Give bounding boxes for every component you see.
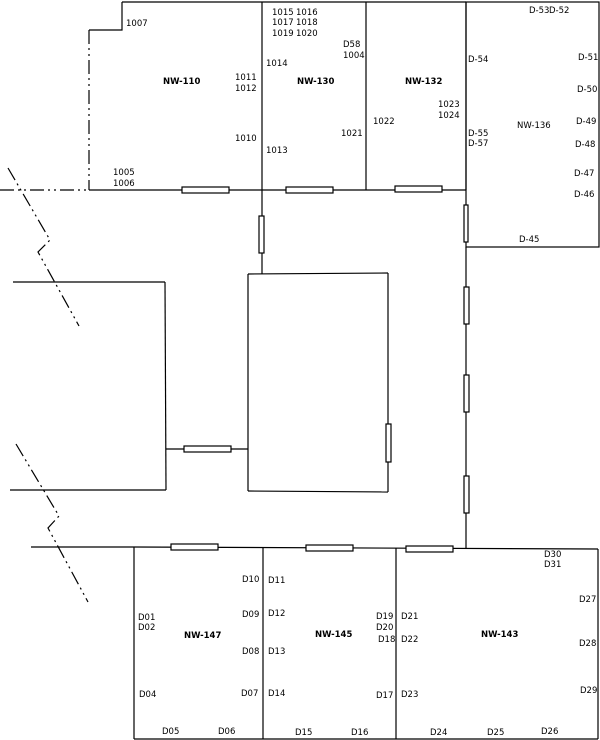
device-label: 1024	[438, 111, 460, 121]
device-label: 1016	[296, 8, 318, 18]
device-label: 1013	[266, 146, 288, 156]
door-stub[interactable]	[258, 215, 265, 254]
device-label: D26	[541, 727, 558, 737]
device-label: 1007	[126, 19, 148, 29]
device-label: 1004	[343, 51, 365, 61]
device-label: D-51	[578, 53, 598, 63]
door-right-2[interactable]	[463, 374, 470, 413]
device-label: 1011	[235, 73, 257, 83]
door-nw143[interactable]	[405, 545, 454, 553]
device-label: D17	[376, 691, 393, 701]
device-label: D01	[138, 613, 155, 623]
device-label: D21	[401, 612, 418, 622]
device-label: D15	[295, 728, 312, 738]
device-label: D05	[162, 727, 179, 737]
device-label: D04	[139, 690, 156, 700]
device-label: D25	[487, 728, 504, 738]
device-label: D-50	[577, 85, 597, 95]
room-name-nw130: NW-130	[297, 77, 334, 87]
room-nw110-walls	[88, 1, 262, 190]
center-block	[247, 272, 389, 493]
device-label: 1005	[113, 168, 135, 178]
device-label: D-49	[576, 117, 596, 127]
device-label: D06	[218, 727, 235, 737]
door-nw110[interactable]	[181, 186, 230, 194]
device-label: D30	[544, 550, 561, 560]
room-name-nw136: NW-136	[517, 121, 551, 131]
device-label: 1006	[113, 179, 135, 189]
device-label: D16	[351, 728, 368, 738]
device-label: D28	[579, 639, 596, 649]
room-name-nw132: NW-132	[405, 77, 442, 87]
device-label: D-57	[468, 139, 488, 149]
break-line-lower	[15, 443, 89, 603]
device-label: 1014	[266, 59, 288, 69]
device-label: D22	[401, 635, 418, 645]
device-label: D31	[544, 560, 561, 570]
door-right-1[interactable]	[463, 286, 470, 325]
device-label: D07	[241, 689, 258, 699]
room-nw136-walls	[465, 1, 600, 248]
door-nw145[interactable]	[305, 544, 354, 552]
room-name-nw147: NW-147	[184, 631, 221, 641]
door-left-middle[interactable]	[183, 445, 232, 453]
device-label: D29	[580, 686, 597, 696]
device-label: 1017	[272, 18, 294, 28]
device-label: D08	[242, 647, 259, 657]
device-label: D02	[138, 623, 155, 633]
device-label: 1015	[272, 8, 294, 18]
left-middle-block	[10, 281, 248, 491]
door-center-right[interactable]	[385, 423, 392, 463]
device-label: D18	[378, 635, 395, 645]
device-label: 1010	[235, 134, 257, 144]
device-label: D23	[401, 690, 418, 700]
device-label: 1019	[272, 29, 294, 39]
room-name-nw110: NW-110	[163, 77, 200, 87]
room-name-nw143: NW-143	[481, 630, 518, 640]
device-label: 1021	[341, 129, 363, 139]
door-nw136[interactable]	[463, 204, 469, 243]
door-nw147[interactable]	[170, 543, 219, 551]
device-label: 1020	[296, 29, 318, 39]
device-label: 1022	[373, 117, 395, 127]
device-label: D12	[268, 609, 285, 619]
device-label: D20	[376, 623, 393, 633]
device-label: 1012	[235, 84, 257, 94]
device-label: 1023	[438, 100, 460, 110]
door-right-3[interactable]	[463, 475, 470, 514]
device-label: D-45	[519, 235, 539, 245]
device-label: D13	[268, 647, 285, 657]
device-label: D-53	[529, 6, 549, 16]
room-name-nw145: NW-145	[315, 630, 352, 640]
device-label: D14	[268, 689, 285, 699]
device-label: D-47	[574, 169, 594, 179]
bottom-rooms-walls	[133, 547, 599, 740]
device-label: D19	[376, 612, 393, 622]
door-nw132[interactable]	[394, 185, 443, 193]
break-line-upper	[7, 167, 80, 327]
door-nw130[interactable]	[285, 186, 334, 194]
device-label: D09	[242, 610, 259, 620]
device-label: D10	[242, 575, 259, 585]
device-label: D24	[430, 728, 447, 738]
device-label: D-55	[468, 129, 488, 139]
device-label: D-52	[549, 6, 569, 16]
device-label: D-48	[575, 140, 595, 150]
device-label: D-46	[574, 190, 594, 200]
device-label: D27	[579, 595, 596, 605]
device-label: D58	[343, 40, 360, 50]
device-label: D11	[268, 576, 285, 586]
device-label: 1018	[296, 18, 318, 28]
device-label: D-54	[468, 55, 488, 65]
